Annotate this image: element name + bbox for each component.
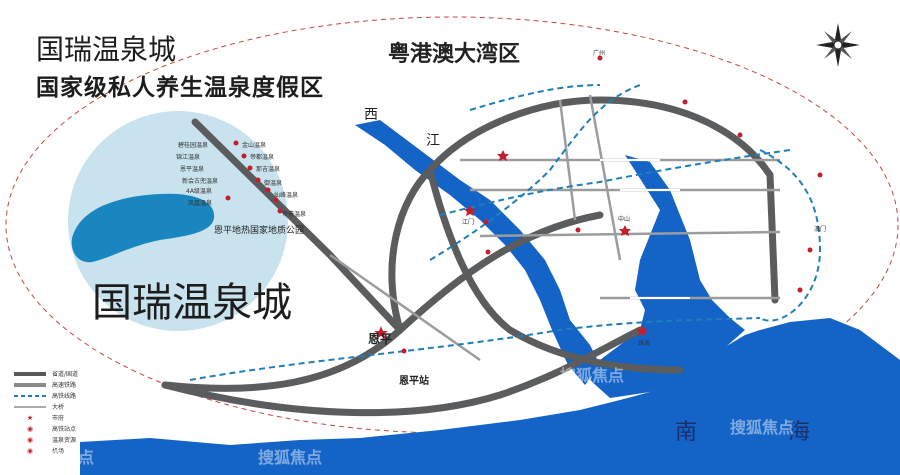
- lake: [71, 193, 215, 263]
- city-jiangmen: 江门: [462, 219, 475, 226]
- legend-row-expressway: 高速铁路: [14, 379, 78, 390]
- city-enping: 恩平: [368, 332, 393, 346]
- zhongshan-star: [619, 225, 631, 236]
- zhuhai-star: [636, 325, 648, 336]
- jiangmen-star: [464, 205, 476, 216]
- legend-row-spring: ◉ 温泉资源: [14, 434, 78, 445]
- legend-label: 市府: [52, 415, 65, 422]
- city-zhongshan: 中山: [618, 216, 631, 223]
- river-char-2: 江: [426, 133, 440, 149]
- hotspot-12: 帝豪温泉: [282, 211, 307, 218]
- park-label: 恩平地热国家地质公园: [214, 226, 305, 236]
- estuary: [590, 155, 745, 398]
- dot-icon: ◉: [26, 446, 34, 455]
- dot-icon: ◉: [26, 424, 34, 433]
- region-ellipse: [5, 16, 899, 434]
- legend-label: 高铁线路: [52, 393, 77, 400]
- compass-icon: [816, 23, 860, 67]
- legend-label: 高铁站点: [52, 426, 77, 433]
- city-macau: 澳门: [814, 226, 827, 233]
- legend-row-airport: ◉ 机场: [14, 445, 78, 456]
- watermark: 搜狐焦点: [30, 448, 95, 467]
- river-char-1: 西: [364, 107, 378, 123]
- hotspot-8: 4A级温泉: [186, 188, 212, 195]
- sea-label-right: 海: [788, 420, 811, 445]
- watermark: 搜狐焦点: [730, 418, 795, 437]
- brand-subtitle: 国家级私人养生温泉度假区: [36, 75, 324, 101]
- hotspot-10: 仙峰温泉: [274, 192, 299, 199]
- legend-label: 大桥: [52, 404, 65, 411]
- guangzhou-star: [497, 150, 509, 161]
- legend-row-roads: 省道/国道: [14, 368, 78, 379]
- hsr-lines: [189, 84, 822, 381]
- dot-icon: ◉: [26, 435, 34, 444]
- legend-label: 省道/国道: [52, 371, 79, 378]
- hotspot-1: 碧桂园温泉: [178, 142, 209, 149]
- hotspot-2: 金山温泉: [242, 142, 267, 149]
- hotspot-11: 凤凰温泉: [188, 200, 213, 207]
- legend-label: 高速铁路: [52, 382, 77, 389]
- sea-label-left: 南: [675, 420, 698, 445]
- hotspot-5: 恩平温泉: [180, 166, 205, 173]
- legend-label: 温泉资源: [52, 437, 77, 444]
- watermark: 搜狐焦点: [560, 366, 625, 385]
- legend-row-station: ◉ 高铁站点: [14, 423, 78, 434]
- hotspot-7: 新会古兜温泉: [182, 178, 219, 185]
- legend-label: 机场: [52, 448, 65, 455]
- hotspot-9: 御温泉: [264, 180, 283, 187]
- legend-row-hsr: 高铁线路: [14, 390, 78, 401]
- legend-row-city: ★ 市府: [14, 412, 78, 423]
- hotspot-3: 锦江温泉: [176, 154, 201, 161]
- city-zhuhai: 珠海: [638, 340, 651, 347]
- city-markers: [225, 55, 823, 354]
- city-guangzhou: 广州: [593, 50, 606, 57]
- city-enping-station: 恩平站: [399, 376, 429, 387]
- brand-big-logo: 国瑞温泉城: [92, 280, 292, 326]
- brand-title: 国瑞温泉城: [36, 33, 177, 66]
- hotspot-4: 帝都温泉: [250, 154, 275, 161]
- legend-row-bridge: 大桥: [14, 401, 78, 412]
- hotspot-6: 那吉温泉: [256, 166, 281, 173]
- bridges: [600, 159, 690, 299]
- enping-star: [374, 326, 388, 339]
- region-title: 粤港澳大湾区: [388, 42, 521, 67]
- map-legend: 省道/国道 高速铁路 高铁线路 大桥 ★ 市府 ◉ 高铁站点 ◉ 温泉资源 ◉ 机场: [14, 368, 78, 456]
- watermark: 搜狐焦点: [258, 448, 323, 467]
- sea: [80, 318, 900, 475]
- main-roads: [161, 96, 779, 417]
- star-icon: ★: [26, 413, 34, 422]
